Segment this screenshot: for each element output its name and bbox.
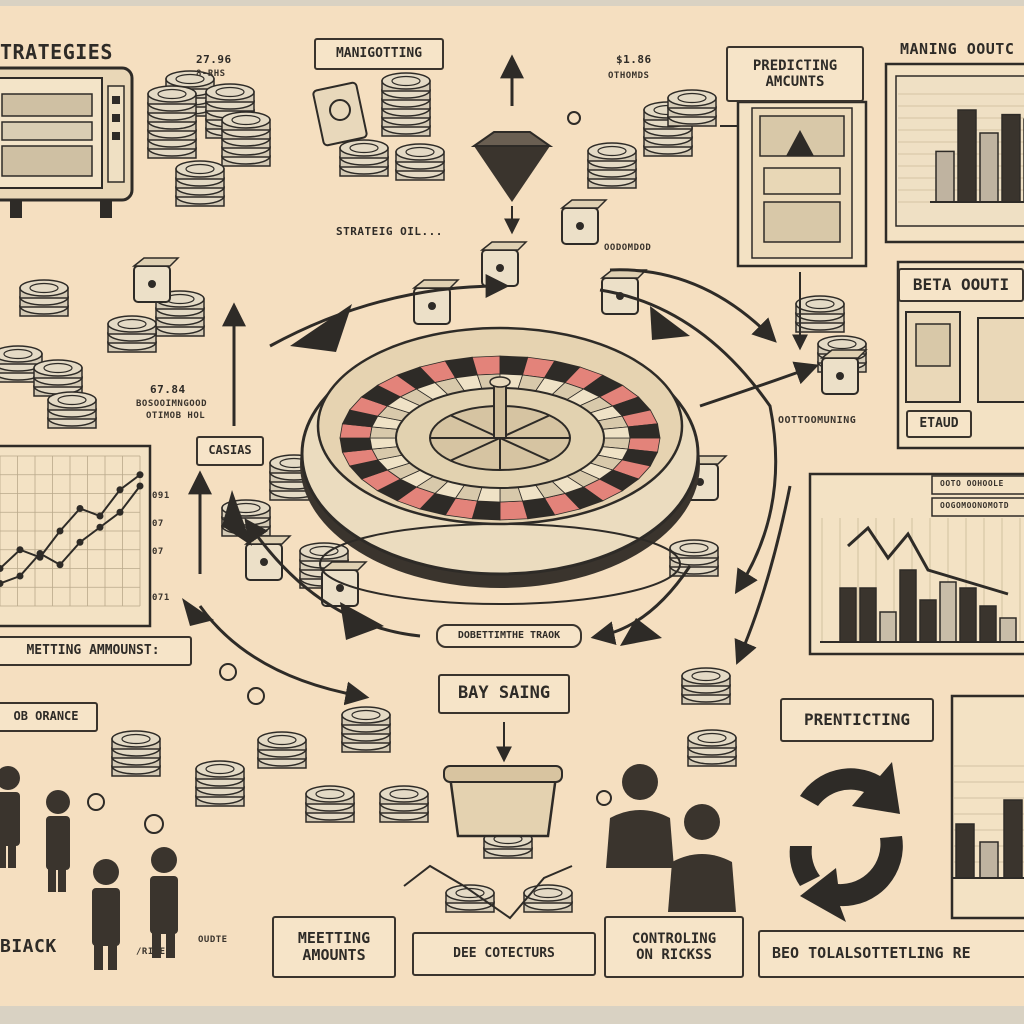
left-tick-4: 071 xyxy=(152,593,170,603)
left-tick-3: 07 xyxy=(152,547,164,557)
bar-9 xyxy=(999,617,1017,643)
right-bar-line-chart xyxy=(820,518,1024,643)
value-mid-left-sub2: OTIMOB HOL xyxy=(146,411,206,421)
left-line-chart xyxy=(0,455,144,607)
point-0-3 xyxy=(56,527,64,535)
right-chart-header-1: OOTO OOHOOLE xyxy=(940,479,1004,488)
right-caption: OOTTOOMUNING xyxy=(778,415,857,426)
value-center-sub: OTHOMDS xyxy=(608,71,650,81)
point-1-2 xyxy=(36,550,44,557)
meeting-amounts-label: MEETTING AMOUNTS xyxy=(272,916,396,978)
recycle-icon xyxy=(789,762,903,922)
bar-1 xyxy=(955,823,975,879)
black-label: BIACK xyxy=(0,936,57,957)
bar-2 xyxy=(979,841,999,879)
meting-amounts-label: METTING AMMOUNST: xyxy=(0,636,192,666)
managing-label: MANIGOTTING xyxy=(314,38,444,70)
predicting-amounts-label: PREDICTING AMCUNTS xyxy=(726,46,864,102)
value-center: $1.86 xyxy=(616,53,652,66)
money-pile-icon xyxy=(312,81,368,147)
left-line-chart-frame xyxy=(0,444,152,628)
bay-saing-label: BAY SAING xyxy=(438,674,570,714)
betting-track-label: DOBETTIMTHE TRAOK xyxy=(436,624,582,648)
point-1-5 xyxy=(96,523,104,531)
small-rine-label: /RINE xyxy=(136,947,166,957)
beo-total-label: BEO TOLALSOTTETLING RE xyxy=(758,930,1024,978)
casias-label: CASIAS xyxy=(196,436,264,466)
cycle-arrows xyxy=(188,268,820,706)
value-mid-left: 67.84 xyxy=(150,383,186,396)
series-line-1 xyxy=(0,485,141,585)
point-0-6 xyxy=(116,486,124,494)
left-tick-2: 07 xyxy=(152,519,164,529)
bar-4 xyxy=(899,569,917,643)
people-icons xyxy=(0,764,736,970)
bar-6 xyxy=(939,581,957,643)
series-line-0 xyxy=(0,473,141,570)
diamond-icon xyxy=(470,54,554,235)
point-0-1 xyxy=(16,546,24,554)
point-1-4 xyxy=(76,538,84,546)
bar-3 xyxy=(1003,799,1023,879)
bar-7 xyxy=(959,587,977,643)
right-chart-header-2: OOGOMOONOMOTD xyxy=(940,501,1010,510)
strategic-oil-label: STRATEIG OIL... xyxy=(336,225,443,238)
controling-rickss-label: CONTROLING ON RICKSS xyxy=(604,916,744,978)
arrow-heads-solid xyxy=(182,304,690,646)
predicting-label: PRENTICTING xyxy=(780,698,934,742)
point-0-4 xyxy=(76,505,84,512)
point-0-5 xyxy=(96,512,104,520)
bar-4 xyxy=(1001,113,1021,203)
coin-caption: OODOMDOD xyxy=(604,243,652,253)
eteud-label: ETAUD xyxy=(906,410,972,438)
illustration-canvas xyxy=(0,54,1024,970)
odds-orange-label: OB ORANCE xyxy=(0,702,98,732)
beta-out-label: BETA OOUTI xyxy=(898,268,1024,302)
bar-2 xyxy=(859,587,877,643)
value-mid-left-sub: BOSOOIMNGOOD xyxy=(136,399,208,409)
bar-1 xyxy=(839,587,857,643)
point-1-7 xyxy=(136,482,144,490)
value-left: 27.96 xyxy=(196,53,232,66)
value-left-sub: 8-RHS xyxy=(196,69,226,79)
decorative-dots xyxy=(87,111,612,834)
point-1-3 xyxy=(56,561,64,569)
betting-table-icon xyxy=(403,722,573,920)
dee-cotecturs-label: DEE COTECTURS xyxy=(412,932,596,976)
bar-1 xyxy=(935,150,955,203)
strategies-label: TRATEGIES xyxy=(0,40,113,64)
outcomes-bar-chart xyxy=(898,93,1024,203)
point-0-0 xyxy=(0,565,4,572)
predicting-board xyxy=(720,100,868,351)
point-1-1 xyxy=(16,572,24,580)
small-oudte-label: OUDTE xyxy=(198,935,228,945)
bar-8 xyxy=(979,605,997,643)
tv-screen-icon xyxy=(0,66,134,218)
point-0-7 xyxy=(136,471,144,479)
point-1-6 xyxy=(116,508,124,516)
bar-2 xyxy=(957,109,977,203)
left-tick-1: 091 xyxy=(152,491,170,501)
infographic-poster: TRATEGIES 27.96 8-RHS MANIGOTTING $1.86 … xyxy=(0,6,1024,1006)
bar-5 xyxy=(919,599,937,643)
point-1-0 xyxy=(0,580,4,587)
bottom-right-bar-chart xyxy=(952,765,1024,879)
bar-3 xyxy=(979,132,999,203)
roulette-table xyxy=(300,326,700,605)
trend-line xyxy=(846,525,1009,596)
maning-outcomes-label: MANING OOUTC xyxy=(900,40,1015,58)
bar-3 xyxy=(879,611,897,643)
